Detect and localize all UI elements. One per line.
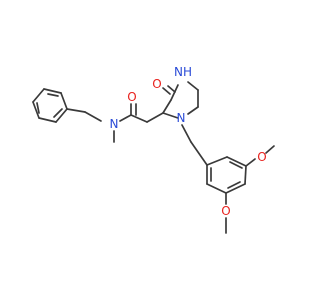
- atom-o-ring-carbonyl: O: [152, 77, 161, 91]
- atom-o-carbonyl: O: [127, 90, 136, 104]
- molecule-structure: O N O NH N O O: [32, 65, 275, 234]
- atom-n-ring: N: [177, 111, 186, 125]
- bond-lines: [32, 81, 275, 234]
- atom-o-methoxy-bottom: O: [221, 204, 230, 218]
- atom-o-methoxy-top: O: [257, 150, 266, 164]
- atom-nh-ring: NH: [174, 65, 192, 79]
- atom-n-amide: N: [110, 117, 119, 131]
- atom-labels: O N O NH N O O: [110, 65, 267, 218]
